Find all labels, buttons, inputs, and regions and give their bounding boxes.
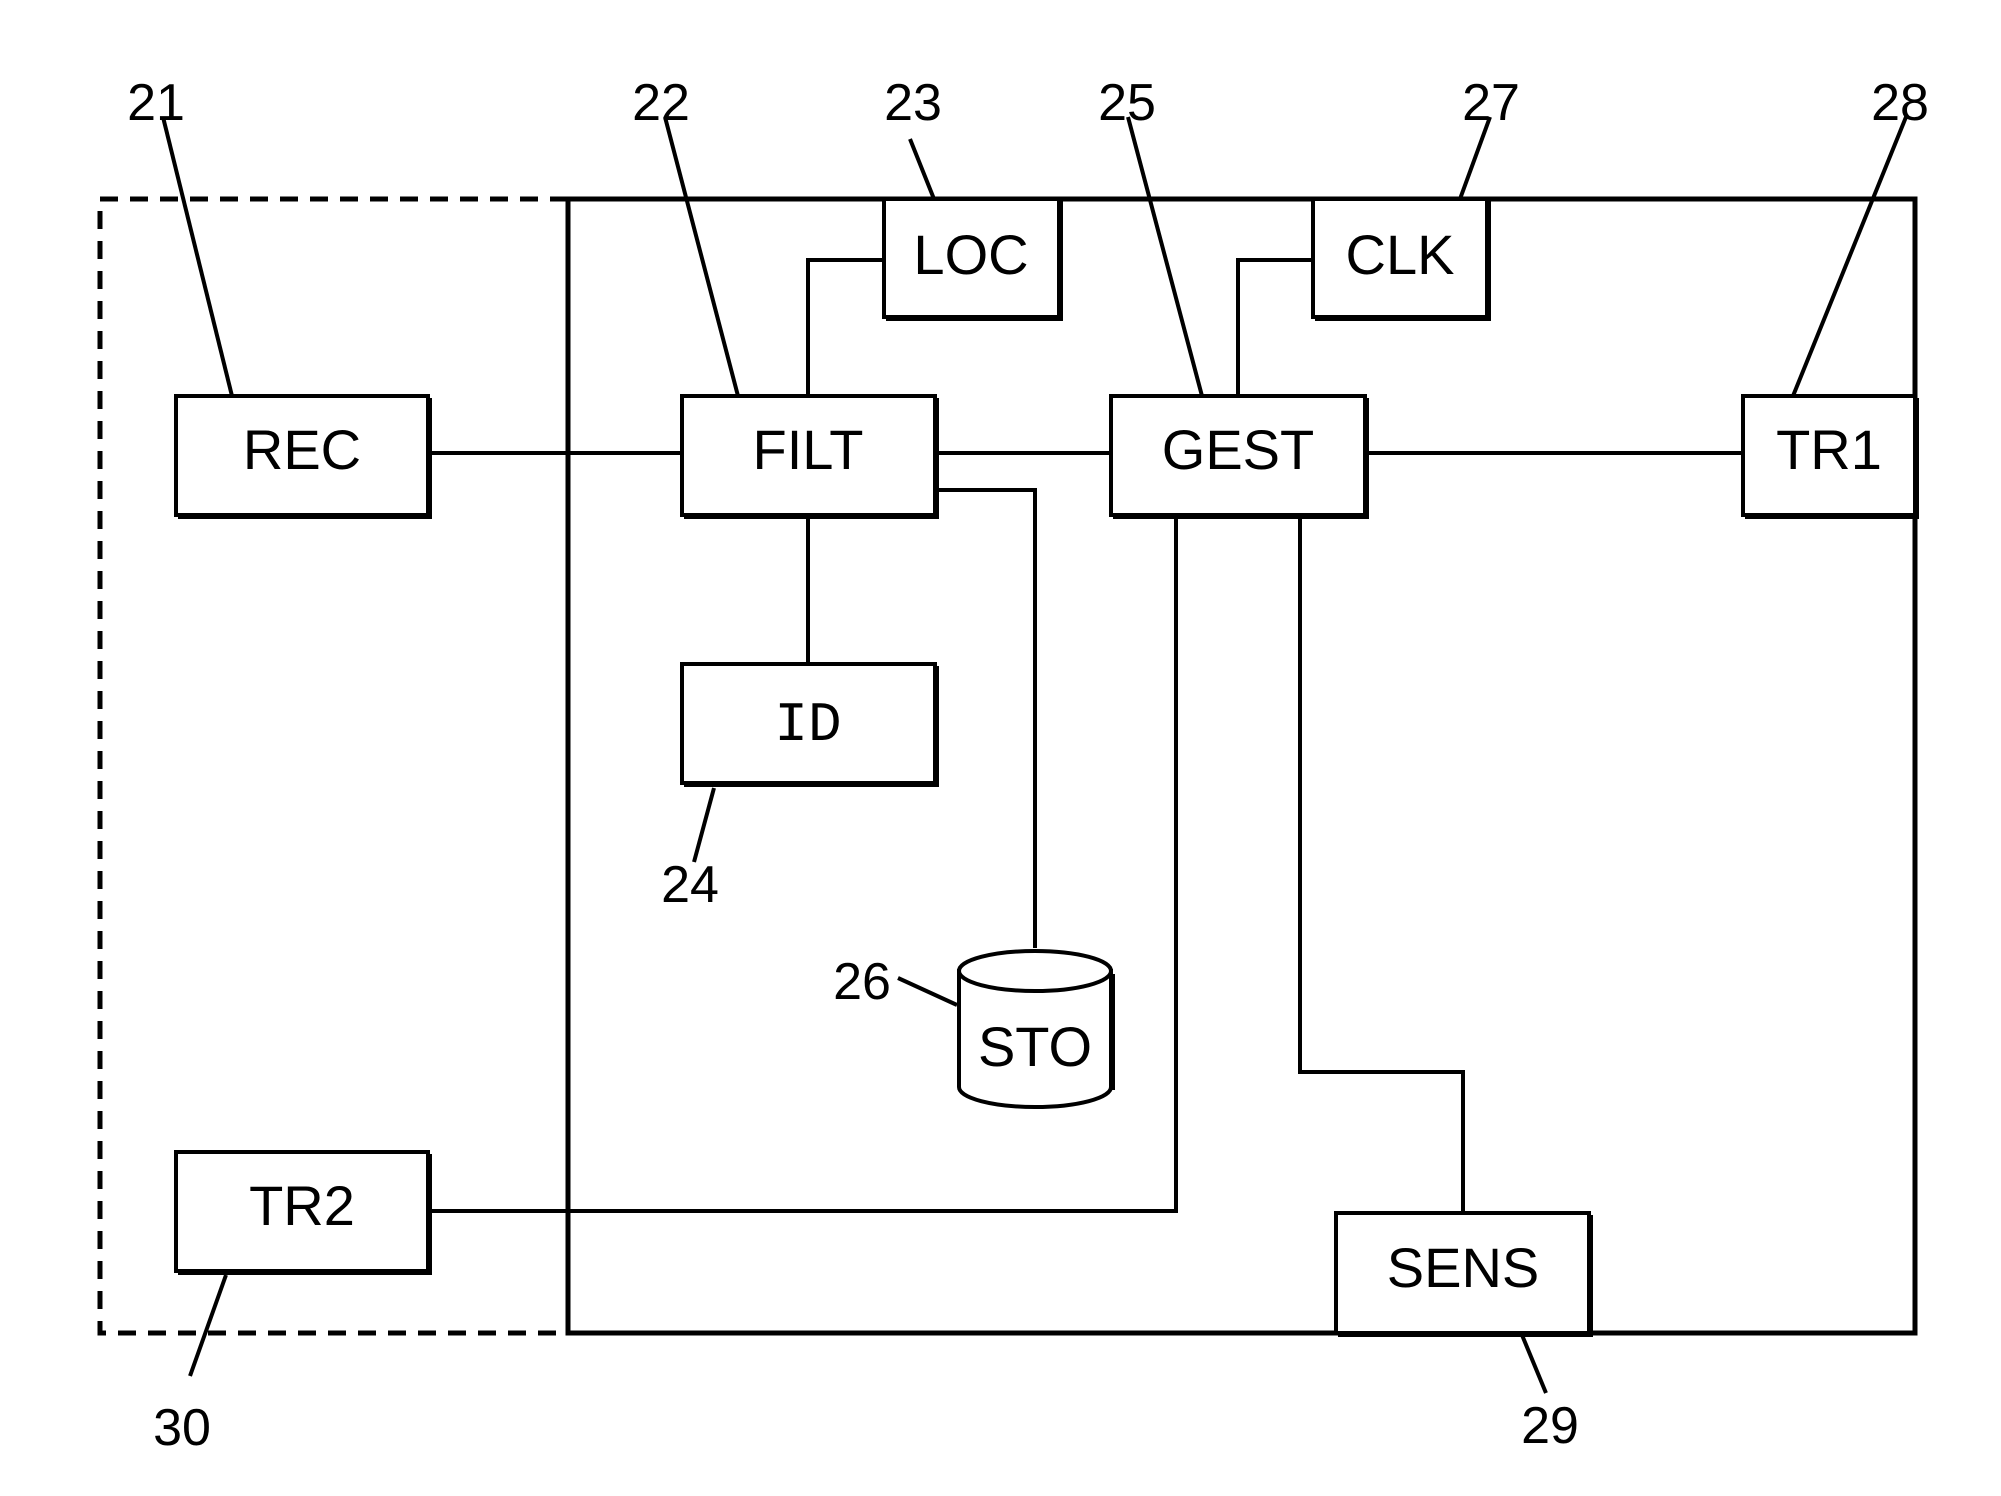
tr2-block: TR2 (176, 1152, 430, 1273)
filt-label: FILT (753, 418, 864, 481)
clk-block: CLK (1313, 199, 1489, 319)
wire-filt-sto (935, 490, 1035, 948)
leader-28 (1793, 117, 1906, 396)
leader-22 (665, 117, 738, 396)
ref-28: 28 (1871, 74, 1929, 132)
leader-29 (1522, 1335, 1546, 1393)
sens-block: SENS (1336, 1213, 1591, 1335)
rec-label: REC (243, 418, 361, 481)
id-label: ID (774, 693, 841, 757)
sto-storage: STO (959, 951, 1113, 1107)
leader-21 (163, 117, 232, 396)
filt-block: FILT (682, 396, 937, 517)
leader-30 (190, 1275, 226, 1376)
ref-23: 23 (884, 74, 942, 132)
ref-26: 26 (833, 953, 891, 1011)
ref-29: 29 (1521, 1397, 1579, 1455)
loc-block: LOC (884, 199, 1061, 319)
ref-24: 24 (661, 856, 719, 914)
sto-label: STO (978, 1015, 1092, 1078)
ref-27: 27 (1462, 74, 1520, 132)
tr1-block: TR1 (1743, 396, 1917, 517)
gest-label: GEST (1162, 418, 1314, 481)
leader-26 (898, 978, 957, 1005)
leader-24 (694, 788, 714, 862)
tr1-label: TR1 (1776, 418, 1882, 481)
wire-gest-sens (1300, 515, 1463, 1213)
gest-block: GEST (1111, 396, 1367, 517)
loc-label: LOC (913, 223, 1028, 286)
sens-label: SENS (1387, 1236, 1540, 1299)
wire-filt-loc (808, 260, 884, 396)
rec-block: REC (176, 396, 430, 517)
ref-30: 30 (153, 1399, 211, 1457)
id-block: ID (682, 664, 937, 785)
leader-23 (910, 139, 934, 199)
ref-21: 21 (127, 74, 185, 132)
tr2-label: TR2 (249, 1174, 355, 1237)
ref-22: 22 (632, 74, 690, 132)
clk-label: CLK (1346, 223, 1455, 286)
leader-25 (1128, 117, 1202, 396)
ref-25: 25 (1098, 74, 1156, 132)
wire-gest-clk (1238, 260, 1313, 396)
